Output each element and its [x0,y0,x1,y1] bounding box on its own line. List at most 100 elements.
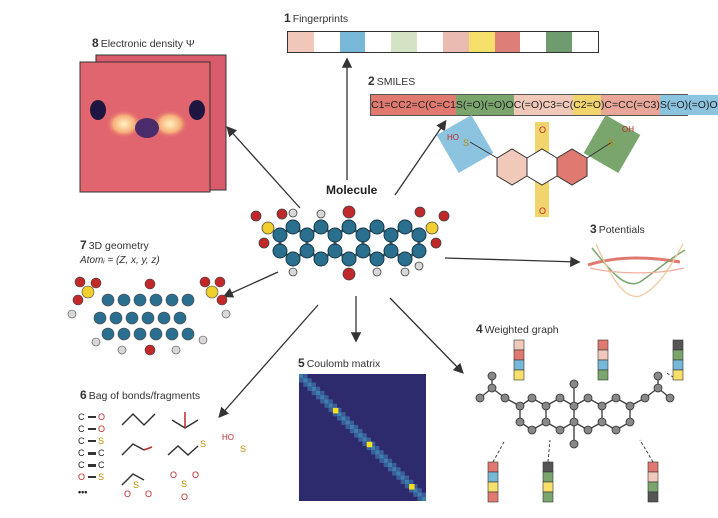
molecule-atom [276,208,288,220]
fingerprint-bit [520,32,547,52]
bag-row-atom-b: O [98,424,106,434]
molecule-carbon-atom [299,227,315,243]
coulomb-offdiag-cell [417,496,422,501]
coulomb-offdiag-cell [396,475,401,480]
graph-weight-cell [597,369,609,381]
molecule-carbon-atom [355,243,371,259]
coulomb-diagonal-cell [370,445,376,451]
graph-node [541,417,551,427]
smiles-text: SMILES [376,76,416,88]
graph-weight-cell [513,349,525,361]
smiles-oh-right: OH [622,125,634,134]
coulomb-diagonal-cell [324,399,329,404]
molecule-carbon-atom [411,227,427,243]
graph-node [640,393,650,403]
geometry-atom [205,285,219,299]
coulomb-diagonal-cell [396,471,401,476]
frag-sulfonyl-o2: O [145,489,152,499]
geometry-atom [81,285,95,299]
arrow-to-density [226,126,301,209]
smiles-highlight-right-sulfonate [583,114,641,174]
coulomb-hot-cell [332,407,339,414]
coulomb-offdiag-cell [387,467,393,472]
molecule-atom [342,205,356,219]
geometry-atom [221,309,231,319]
molecule-atom [288,267,298,277]
geometry-atom [214,276,226,288]
coulomb-offdiag-cell [400,479,405,485]
bag-row-bond [88,452,96,455]
coulomb-offdiag-cell [409,488,414,493]
graph-weight-link [547,439,551,463]
molecule-carbon-atom [285,251,301,267]
frag-propene [121,412,156,427]
coulomb-diagonal-cell [299,374,304,379]
molecule-carbon-atom [327,243,343,259]
density-number: 8 [92,36,99,50]
graph-weight-cell [647,491,659,503]
graph-node [569,379,579,389]
frag-sulfate-o2: O [192,470,199,480]
molecule-atom [430,237,442,249]
frag-sulfate-o1: O [170,470,177,480]
graph-weight-cell [672,349,684,361]
geometry-atom [67,309,77,319]
molecule-atom [258,237,270,249]
density-blob-right [152,110,188,138]
smiles-segment: C2=O [573,95,601,115]
coulomb-offdiag-cell [320,390,325,396]
frag-sulfonyl-o1: O [124,489,131,499]
smiles-o-bottom: O [539,206,546,216]
graph-weight-cell [672,339,684,351]
molecule-carbon-atom [341,251,357,267]
graph-node [569,401,579,411]
coulomb-offdiag-cell [332,403,338,408]
geometry-atom [74,276,86,288]
coulomb-diagonal-cell [404,479,410,485]
graph-weight-cell [487,461,499,473]
frag-sulfonic-ho: HO [222,433,234,442]
graph-node [611,425,621,435]
molecule-carbon-atom [369,219,385,235]
graph-number: 4 [476,322,483,336]
arrow-to-smiles [394,119,447,196]
graph-node [500,393,510,403]
geometry-atom [199,276,211,288]
molecule-atom [414,206,426,218]
graph-weight-cell [487,491,499,503]
molecule-carbon-atom [285,219,301,235]
graph-weight-cell [542,491,554,503]
fingerprint-bar [287,31,599,53]
bag-row-atom-b: C [98,448,105,458]
graph-node [583,393,593,403]
coulomb-offdiag-cell [349,429,355,434]
bag-row-bond [88,476,96,478]
graph-weight-cell [647,471,659,483]
density-dark-left [90,100,106,120]
coulomb-offdiag-cell [349,420,355,425]
geometry-atom [181,293,195,307]
coulomb-diagonal-cell [375,450,380,455]
coulomb-offdiag-cell [324,403,329,408]
density-center-dark [135,118,159,138]
coulomb-offdiag-cell [303,374,308,379]
molecule-atom [316,209,326,219]
frag-propenal-o [143,446,153,451]
coulomb-offdiag-cell [320,399,325,404]
molecule-atom [400,267,410,277]
frag-sulfonyl-s: S [133,480,139,490]
coulomb-offdiag-cell [379,458,384,463]
arrow-to-bag [218,304,319,418]
graph-node [653,371,663,381]
frag-sulfonic-s: S [240,444,246,454]
bag-row-bond [88,464,96,467]
graph-node [527,425,537,435]
coulomb-matrix [299,374,426,501]
graph-node [527,393,537,403]
graph-node [611,393,621,403]
graph-weight-cell [487,481,499,493]
